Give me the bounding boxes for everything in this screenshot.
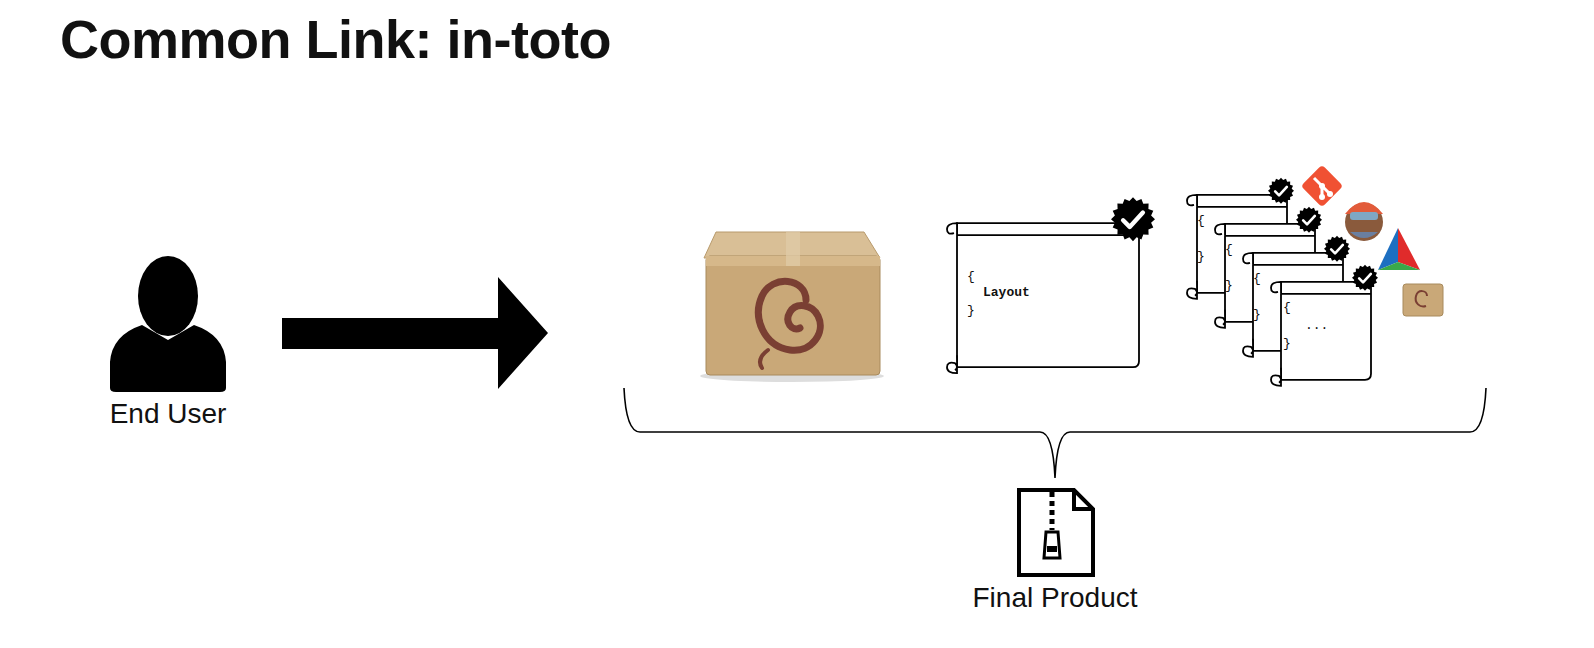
user-icon [110, 256, 226, 392]
file-text: } [1283, 336, 1291, 351]
product-label: Final Product [973, 582, 1138, 614]
avatar-icon [1345, 202, 1383, 241]
git-icon [1301, 165, 1343, 207]
file-text: Layout [983, 285, 1030, 300]
small-debian-package [1403, 284, 1443, 316]
file-text: } [1225, 278, 1233, 293]
zip-icon [1019, 490, 1093, 575]
user-label: End User [110, 398, 227, 430]
file-text: { [1253, 271, 1261, 286]
file-text: ... [1305, 318, 1328, 333]
file-text: { [1283, 300, 1291, 315]
debian-package [700, 232, 884, 382]
scroll-outline [945, 206, 1167, 366]
cmake-icon [1378, 228, 1420, 270]
bracket [624, 388, 1486, 478]
file-text: { [1225, 242, 1233, 257]
title: Common Link: in-toto [60, 8, 611, 70]
file-text: } [1253, 307, 1261, 322]
file-text: } [967, 303, 975, 318]
scroll-file: {...} [1269, 278, 1377, 390]
scroll-file: { Layout} [945, 219, 1145, 377]
file-text: { [967, 269, 975, 284]
file-text: { [1197, 213, 1205, 228]
scroll-outline [1269, 270, 1390, 384]
arrow [282, 277, 548, 389]
file-text: } [1197, 249, 1205, 264]
